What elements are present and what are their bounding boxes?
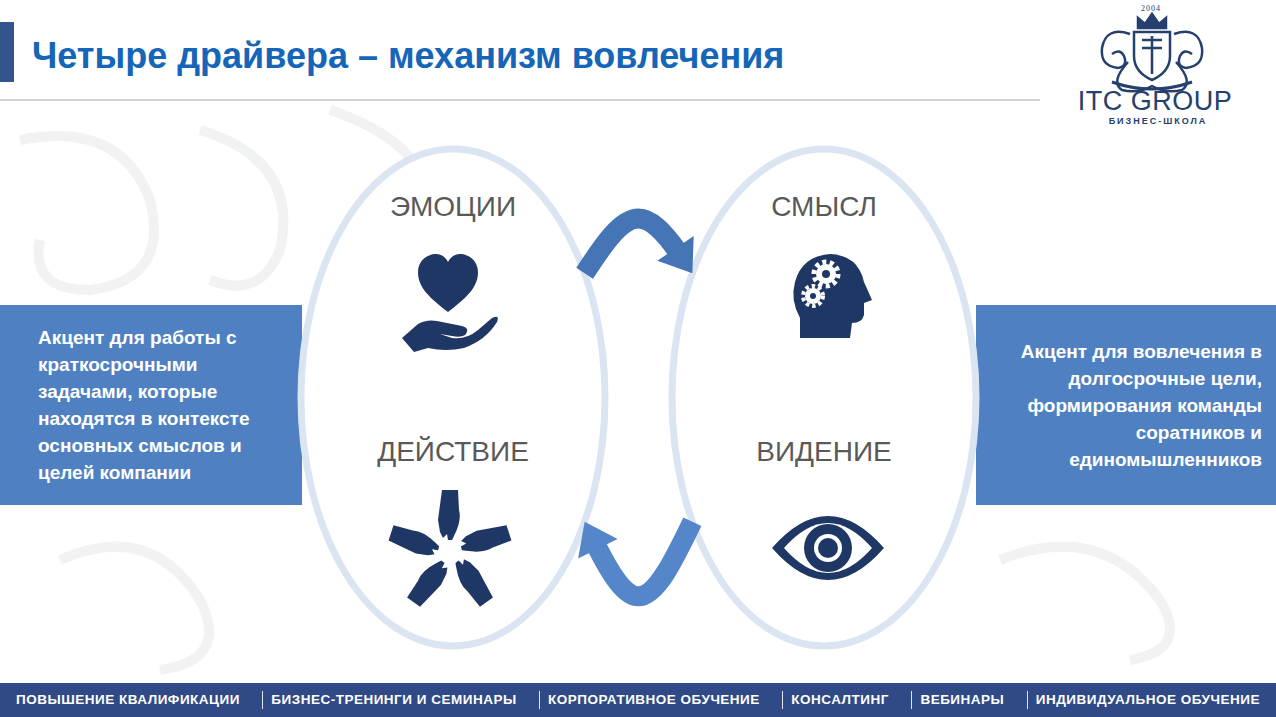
service-item: ПОВЫШЕНИЕ КВАЛИФИКАЦИИ: [8, 691, 248, 709]
accent-text: Акцент для работы с краткосрочными задач…: [38, 324, 276, 486]
cycle-arrow: [585, 219, 694, 274]
ellipse-shape: [672, 149, 976, 646]
ellipse-shape: [301, 149, 605, 646]
driver-ellipse: СМЫСЛ ВИДЕНИЕ: [668, 145, 980, 650]
cycle-arrow: [578, 522, 692, 597]
arrow-shaft: [585, 522, 693, 597]
arrow-shaft: [585, 219, 693, 274]
slide-title: Четыре драйвера – механизм вовлечения: [32, 34, 784, 78]
driver-ellipse: ЭМОЦИИ ДЕЙСТВИЕ: [297, 145, 609, 650]
service-item: ВЕБИНАРЫ: [911, 691, 1012, 709]
service-item: БИЗНЕС-ТРЕНИНГИ И СЕМИНАРЫ: [262, 691, 524, 709]
arrow-head: [657, 236, 693, 273]
logo-subtitle: БИЗНЕС-ШКОЛА: [1109, 116, 1208, 126]
title-bar: [0, 22, 14, 82]
service-item: КОНСАЛТИНГ: [782, 691, 897, 709]
service-item: ИНДИВИДУАЛЬНОЕ ОБУЧЕНИЕ: [1027, 691, 1268, 709]
accent-band: Акцент для работы с краткосрочными задач…: [0, 305, 302, 505]
accent-text: Акцент для вовлечения в долгосрочные цел…: [1010, 338, 1262, 473]
logo-name: ITC GROUP: [1078, 86, 1233, 117]
driver-label: ЭМОЦИИ: [297, 191, 609, 223]
driver-label: ДЕЙСТВИЕ: [297, 436, 609, 468]
service-item: КОРПОРАТИВНОЕ ОБУЧЕНИЕ: [539, 691, 768, 709]
driver-label: СМЫСЛ: [668, 191, 980, 223]
logo-year: 2004: [1141, 4, 1161, 13]
accent-band: Акцент для вовлечения в долгосрочные цел…: [976, 305, 1276, 505]
driver-label: ВИДЕНИЕ: [668, 436, 980, 468]
title-rule: [0, 99, 1040, 100]
footer-band: ПОВЫШЕНИЕ КВАЛИФИКАЦИИ БИЗНЕС-ТРЕНИНГИ И …: [0, 683, 1276, 717]
crest-logo: [1102, 14, 1202, 91]
